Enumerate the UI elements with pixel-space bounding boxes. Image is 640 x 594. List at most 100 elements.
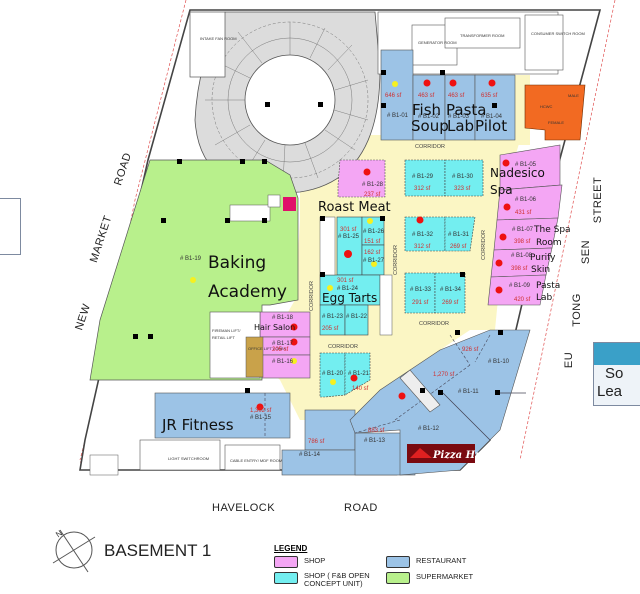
svg-text:# B1-11: # B1-11 bbox=[458, 389, 479, 395]
svg-text:291 sf: 291 sf bbox=[412, 300, 429, 306]
svg-text:# B1-33: # B1-33 bbox=[410, 287, 432, 293]
svg-text:TRANSFORMER ROOM: TRANSFORMER ROOM bbox=[460, 33, 504, 38]
svg-text:431 sf: 431 sf bbox=[515, 210, 532, 216]
legend-item-shop: SHOP bbox=[274, 556, 325, 568]
svg-text:GENERATOR ROOM: GENERATOR ROOM bbox=[418, 40, 457, 45]
svg-text:151 sf: 151 sf bbox=[364, 239, 381, 245]
right-panel-line2: Lea bbox=[597, 383, 623, 400]
svg-text:HAVELOCK: HAVELOCK bbox=[212, 502, 275, 514]
svg-text:# B1-06: # B1-06 bbox=[515, 197, 537, 203]
svg-text:# B1-16: # B1-16 bbox=[272, 359, 294, 365]
svg-text:CONSUMER SWITCH ROOM: CONSUMER SWITCH ROOM bbox=[531, 31, 585, 36]
svg-text:# B1-24: # B1-24 bbox=[337, 286, 359, 292]
svg-text:# B1-30: # B1-30 bbox=[452, 174, 474, 180]
svg-text:# B1-26: # B1-26 bbox=[363, 229, 385, 235]
svg-text:FIREMAN LIFT/: FIREMAN LIFT/ bbox=[212, 328, 241, 333]
legend-title: LEGEND bbox=[274, 544, 308, 553]
svg-text:Lab: Lab bbox=[447, 117, 474, 135]
svg-text:646 sf: 646 sf bbox=[385, 93, 402, 99]
svg-text:Pasta: Pasta bbox=[446, 101, 486, 119]
svg-text:Skin: Skin bbox=[531, 265, 550, 275]
svg-text:N: N bbox=[54, 528, 64, 539]
svg-text:463 sf: 463 sf bbox=[418, 93, 435, 99]
svg-text:926 sf: 926 sf bbox=[462, 347, 479, 353]
svg-text:Pilot: Pilot bbox=[475, 117, 507, 135]
svg-text:CORRIDOR: CORRIDOR bbox=[481, 230, 487, 260]
svg-text:# B1-13: # B1-13 bbox=[364, 438, 386, 444]
svg-text:# B1-27: # B1-27 bbox=[363, 258, 385, 264]
legend-item-shop-fb: SHOP ( F&B OPEN CONCEPT UNIT) bbox=[274, 572, 374, 588]
svg-text:Hair Salon: Hair Salon bbox=[254, 323, 295, 332]
svg-text:CORRIDOR: CORRIDOR bbox=[393, 245, 399, 275]
svg-text:JR Fitness: JR Fitness bbox=[161, 416, 234, 434]
svg-text:140 sf: 140 sf bbox=[352, 386, 369, 392]
svg-text:# B1-22: # B1-22 bbox=[346, 314, 368, 320]
svg-text:FEMALE: FEMALE bbox=[548, 120, 564, 125]
shop-swatch bbox=[274, 556, 298, 568]
svg-text:NEW: NEW bbox=[73, 302, 93, 332]
svg-text:# B1-28: # B1-28 bbox=[362, 182, 384, 188]
svg-text:# B1-12: # B1-12 bbox=[418, 426, 440, 432]
right-panel-header bbox=[594, 343, 640, 365]
svg-text:# B1-10: # B1-10 bbox=[488, 359, 510, 365]
svg-text:CABLE ENTRY/ MDF ROOM: CABLE ENTRY/ MDF ROOM bbox=[230, 458, 282, 463]
svg-text:1,270 sf: 1,270 sf bbox=[433, 372, 455, 378]
svg-text:Purify: Purify bbox=[530, 253, 556, 263]
svg-text:1,302 sf: 1,302 sf bbox=[250, 408, 272, 414]
svg-text:# B1-09: # B1-09 bbox=[509, 283, 531, 289]
legend: LEGEND SHOP SHOP ( F&B OPEN CONCEPT UNIT… bbox=[272, 544, 502, 594]
compass-icon: N bbox=[52, 528, 96, 573]
unit-labels: # B1-01 646 sf 463 sf # B1-02 463 sf # B… bbox=[180, 93, 537, 458]
svg-text:EU: EU bbox=[563, 352, 575, 368]
svg-text:Roast Meat: Roast Meat bbox=[318, 200, 391, 215]
svg-text:OFFICE LIFT LOBBY: OFFICE LIFT LOBBY bbox=[248, 346, 287, 351]
svg-text:# B1-02: # B1-02 bbox=[418, 114, 440, 120]
svg-text:883 sf: 883 sf bbox=[368, 428, 385, 434]
svg-text:CORRIDOR: CORRIDOR bbox=[419, 321, 449, 327]
tenant-labels: Fish Soup Pasta Lab Pilot Nadesico Spa T… bbox=[161, 101, 571, 434]
svg-text:ROAD: ROAD bbox=[344, 502, 378, 514]
supermarket-swatch bbox=[386, 572, 410, 584]
restaurant-swatch bbox=[386, 556, 410, 568]
svg-text:162 sf: 162 sf bbox=[364, 250, 381, 256]
svg-text:786 sf: 786 sf bbox=[308, 439, 325, 445]
svg-text:# B1-25: # B1-25 bbox=[338, 234, 360, 240]
svg-text:# B1-20: # B1-20 bbox=[322, 371, 344, 377]
svg-text:# B1-05: # B1-05 bbox=[515, 162, 537, 168]
svg-text:463 sf: 463 sf bbox=[448, 93, 465, 99]
svg-text:# B1-15: # B1-15 bbox=[250, 415, 272, 421]
pizza-hut-logo: Pizza Hut bbox=[407, 444, 487, 463]
svg-text:398 sf: 398 sf bbox=[511, 266, 528, 272]
svg-text:# B1-07: # B1-07 bbox=[512, 227, 534, 233]
svg-text:323 sf: 323 sf bbox=[454, 186, 471, 192]
svg-text:# B1-23: # B1-23 bbox=[322, 314, 344, 320]
svg-text:ROAD: ROAD bbox=[112, 151, 134, 187]
svg-text:# B1-03: # B1-03 bbox=[448, 114, 470, 120]
svg-text:Egg Tarts: Egg Tarts bbox=[322, 291, 377, 305]
svg-text:Lab: Lab bbox=[536, 293, 553, 303]
right-info-panel: So Lea bbox=[593, 342, 640, 406]
svg-text:Fish: Fish bbox=[412, 101, 441, 119]
page-title: BASEMENT 1 bbox=[104, 541, 211, 560]
svg-text:205 sf: 205 sf bbox=[322, 326, 339, 332]
svg-text:STREET: STREET bbox=[592, 177, 604, 223]
svg-text:CORRIDOR: CORRIDOR bbox=[415, 144, 445, 150]
shop-fb-swatch bbox=[274, 572, 298, 584]
svg-text:# B1-29: # B1-29 bbox=[412, 174, 434, 180]
svg-text:MALE: MALE bbox=[568, 93, 579, 98]
svg-text:# B1-18: # B1-18 bbox=[272, 315, 294, 321]
svg-text:TONG: TONG bbox=[571, 293, 583, 327]
svg-text:# B1-14: # B1-14 bbox=[299, 452, 321, 458]
svg-text:Room: Room bbox=[536, 238, 562, 248]
svg-text:LIGHT SWITCHROOM: LIGHT SWITCHROOM bbox=[168, 456, 209, 461]
legend-item-supermarket: SUPERMARKET bbox=[386, 572, 473, 584]
svg-text:HCWC: HCWC bbox=[540, 104, 553, 109]
svg-text:205 sf: 205 sf bbox=[272, 347, 289, 353]
svg-text:635 sf: 635 sf bbox=[481, 93, 498, 99]
svg-text:# B1-31: # B1-31 bbox=[448, 232, 470, 238]
svg-text:CORRIDOR: CORRIDOR bbox=[309, 281, 315, 311]
svg-text:Academy: Academy bbox=[208, 282, 287, 302]
legend-item-restaurant: RESTAURANT bbox=[386, 556, 466, 568]
svg-text:269 sf: 269 sf bbox=[442, 300, 459, 306]
